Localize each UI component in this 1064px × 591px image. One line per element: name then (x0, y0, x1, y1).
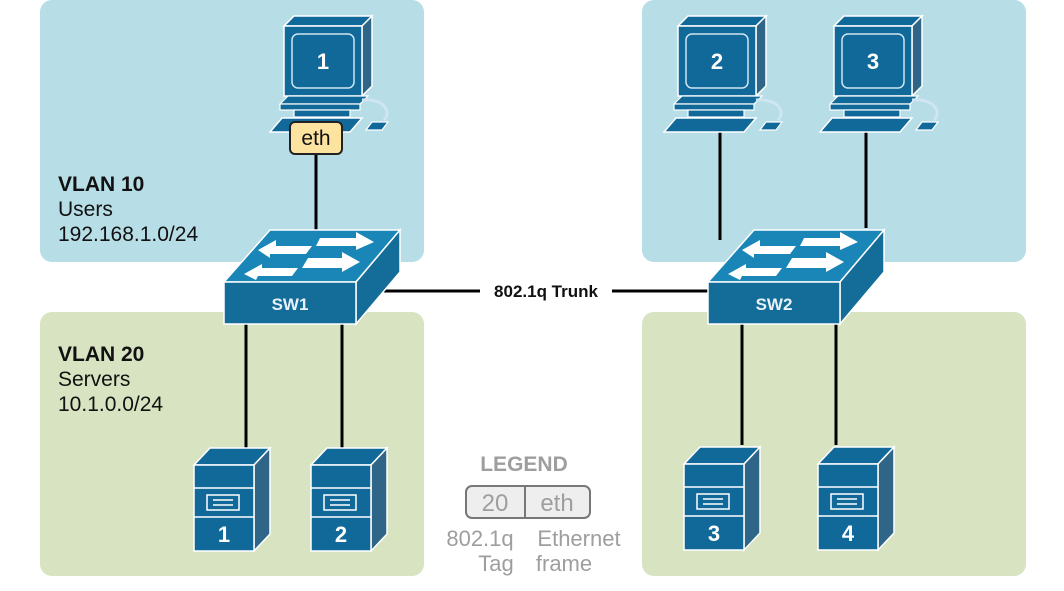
switch-label: SW2 (756, 295, 793, 314)
pc-label: 3 (867, 49, 879, 74)
trunk-label: 802.1q Trunk (494, 282, 598, 301)
vlan10-name: Users (58, 198, 113, 221)
svg-text:eth: eth (301, 127, 330, 150)
pc-2[interactable]: 2 (662, 14, 784, 134)
server-label: 4 (842, 521, 855, 546)
server-3[interactable]: 3 (683, 446, 761, 551)
pc-1[interactable]: 1 (268, 14, 390, 134)
legend-frame-value: eth (540, 490, 573, 517)
legend-tag-caption-2: Tag (478, 551, 513, 576)
pc-3[interactable]: 3 (818, 14, 940, 134)
switch-label: SW1 (272, 295, 309, 314)
vlan20-subnet: 10.1.0.0/24 (58, 393, 163, 416)
legend-frame-caption-1: Ethernet (537, 526, 620, 551)
vlan10-title: VLAN 10 (58, 173, 144, 196)
pc-label: 1 (317, 49, 329, 74)
server-4[interactable]: 4 (817, 446, 895, 551)
legend: LEGEND 20 eth 802.1q Tag Ethernet frame (446, 453, 620, 576)
server-label: 2 (335, 522, 347, 547)
vlan20-name: Servers (58, 368, 130, 391)
vlan10-subnet: 192.168.1.0/24 (58, 223, 198, 246)
server-1[interactable]: 1 (193, 447, 271, 552)
server-icon (683, 446, 761, 551)
server-2[interactable]: 2 (310, 447, 388, 552)
switch-sw1[interactable]: SW1 (223, 229, 401, 325)
legend-frame-box (465, 485, 591, 519)
server-label: 1 (218, 522, 230, 547)
legend-tag-value: 20 (482, 490, 509, 517)
server-icon (310, 447, 388, 552)
server-icon (817, 446, 895, 551)
server-label: 3 (708, 521, 720, 546)
legend-frame-caption-2: frame (536, 551, 592, 576)
links (244, 112, 868, 450)
pc-label: 2 (711, 49, 723, 74)
server-icon (193, 447, 271, 552)
switch-sw2[interactable]: SW2 (707, 229, 885, 325)
vlan20-title: VLAN 20 (58, 343, 144, 366)
legend-title: LEGEND (480, 453, 568, 476)
legend-tag-caption-1: 802.1q (446, 526, 513, 551)
eth-frame-tag: eth (289, 121, 343, 155)
